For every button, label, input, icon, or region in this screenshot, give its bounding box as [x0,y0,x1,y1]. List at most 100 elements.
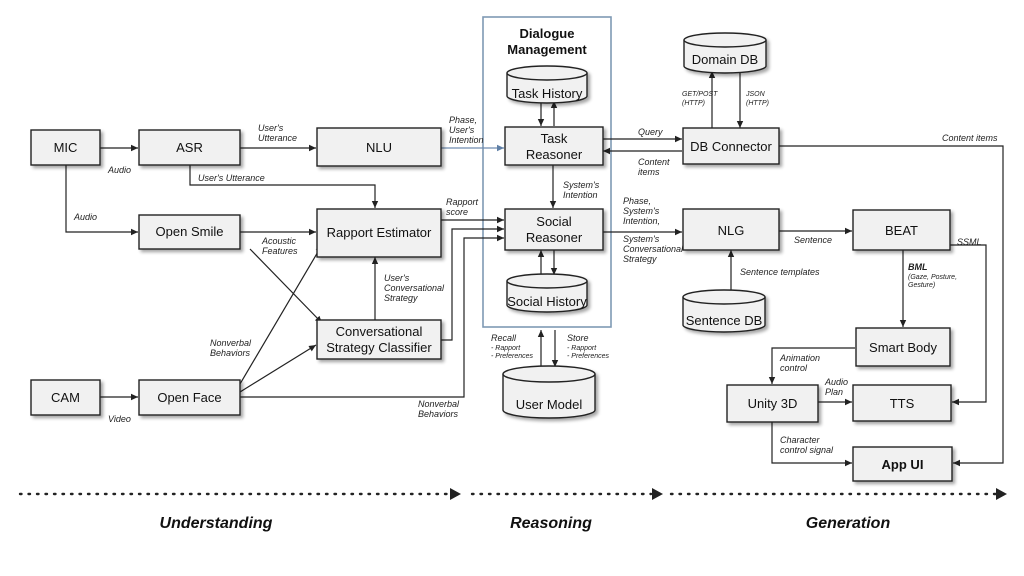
nlu-box: NLU [316,127,442,167]
arrow-mic-opensmile [65,165,138,236]
label-query: Query [638,127,663,137]
label-audio-plan-b: Plan [825,387,843,397]
stage-reasoning: Reasoning [510,515,592,532]
open-face-label: Open Face [157,390,221,405]
arrow-dbconnector-appui [779,145,1004,467]
stage-generation: Generation [806,515,891,532]
label-users-utterance-1a: User's [258,123,284,133]
arrow-opensmile-csc [249,248,323,324]
label-character-b: control signal [780,445,834,455]
label-sentence: Sentence [794,235,832,245]
task-reasoner-line1: Task [541,131,568,146]
label-features: Features [262,246,298,256]
arrow-unity-appui [771,422,852,467]
label-systems-intention-b: Intention [563,190,598,200]
nlg-label: NLG [718,223,745,238]
db-connector-box: DB Connector [682,127,780,165]
label-users-conv-b: Conversational [384,283,445,293]
label-animation-a: Animation [779,353,820,363]
label-get-post-a: GET/POST [682,91,718,98]
label-bml-sub-b: Gesture) [908,282,935,289]
label-phase-1: Phase, [449,115,477,125]
user-model-db [502,365,596,419]
label-phase-sys-d: System's [623,234,660,244]
csc-label-line1: Conversational [336,324,423,339]
arrow-openface-social [240,234,504,398]
open-smile-box: Open Smile [138,214,241,250]
label-store-rapport: - Rapport [567,345,597,352]
arrow-openface-csc [239,344,317,393]
arrow-smartbody-unity [768,347,855,384]
label-phase-sys-b: System's [623,206,660,216]
social-history-label: Social History [507,294,587,309]
label-nonverbal-2a: Nonverbal [418,399,460,409]
unity-3d-label: Unity 3D [748,396,798,411]
csc-label-line2: Strategy Classifier [326,340,432,355]
label-nonverbal-2b: Behaviors [418,409,459,419]
beat-label: BEAT [885,223,918,238]
label-json-b: (HTTP) [746,100,769,107]
label-audio-1: Audio [107,165,131,175]
dialogue-management-frame [482,16,612,328]
social-reasoner-line1: Social [536,214,572,229]
label-recall-rapport: - Rapport [491,345,521,352]
social-reasoner-box: Social Reasoner [504,208,604,251]
rapport-estimator-label: Rapport Estimator [327,225,432,240]
label-acoustic: Acoustic [261,236,297,246]
label-users-conv-a: User's [384,273,410,283]
label-nonverbal-1a: Nonverbal [210,338,252,348]
label-rapport: Rapport [446,197,479,207]
label-phase-sys-a: Phase, [623,196,651,206]
domain-db-label: Domain DB [692,52,758,67]
nlu-label: NLU [366,140,392,155]
nlg-box: NLG [682,208,780,251]
dialogue-management-title-line2: Management [507,42,587,57]
user-model-label: User Model [516,397,583,412]
cam-box: CAM [30,379,101,416]
asr-box: ASR [138,129,241,166]
label-sentence-templates: Sentence templates [740,267,820,277]
open-face-box: Open Face [138,379,241,416]
open-smile-label: Open Smile [156,224,224,239]
label-video: Video [108,414,131,424]
stage-timeline [18,488,1007,500]
label-phase-sys-c: Intention, [623,216,660,226]
label-users-conv-c: Strategy [384,293,418,303]
app-ui-box: App UI [852,446,953,482]
mic-label: MIC [54,140,78,155]
smart-body-label: Smart Body [869,340,937,355]
arrow-openface-rapport [239,244,323,385]
beat-box: BEAT [852,209,951,251]
label-users-utterance-1b: Utterance [258,133,297,143]
app-ui-label: App UI [882,457,924,472]
arrow-asr-rapport [189,165,379,208]
label-content-b: items [638,167,660,177]
tts-box: TTS [852,384,952,422]
label-phase-sys-f: Strategy [623,254,657,264]
social-reasoner-line2: Reasoner [526,230,583,245]
edge-labels: Audio User's Utterance User's Utterance … [73,91,998,455]
asr-label: ASR [176,140,203,155]
stage-understanding: Understanding [160,515,273,532]
label-store: Store [567,333,589,343]
label-recall-preferences: - Preferences [491,353,534,360]
label-intention-1: Intention [449,135,484,145]
connections [65,71,1004,467]
domain-db [683,32,767,74]
label-phase-sys-e: Conversational [623,244,684,254]
rapport-estimator-box: Rapport Estimator [316,208,442,258]
label-store-preferences: - Preferences [567,353,610,360]
task-history-label: Task History [512,86,583,101]
label-score: score [446,207,468,217]
sentence-db [682,289,766,333]
mic-box: MIC [30,129,101,166]
social-history-db [506,273,588,313]
label-bml: BML [908,262,928,272]
label-users-1: User's [449,125,475,135]
tts-label: TTS [890,396,915,411]
sentence-db-label: Sentence DB [686,313,763,328]
task-reasoner-box: Task Reasoner [504,126,604,166]
conversational-strategy-classifier-box: Conversational Strategy Classifier [316,319,442,360]
label-systems-intention-a: System's [563,180,600,190]
unity-3d-box: Unity 3D [726,384,819,423]
